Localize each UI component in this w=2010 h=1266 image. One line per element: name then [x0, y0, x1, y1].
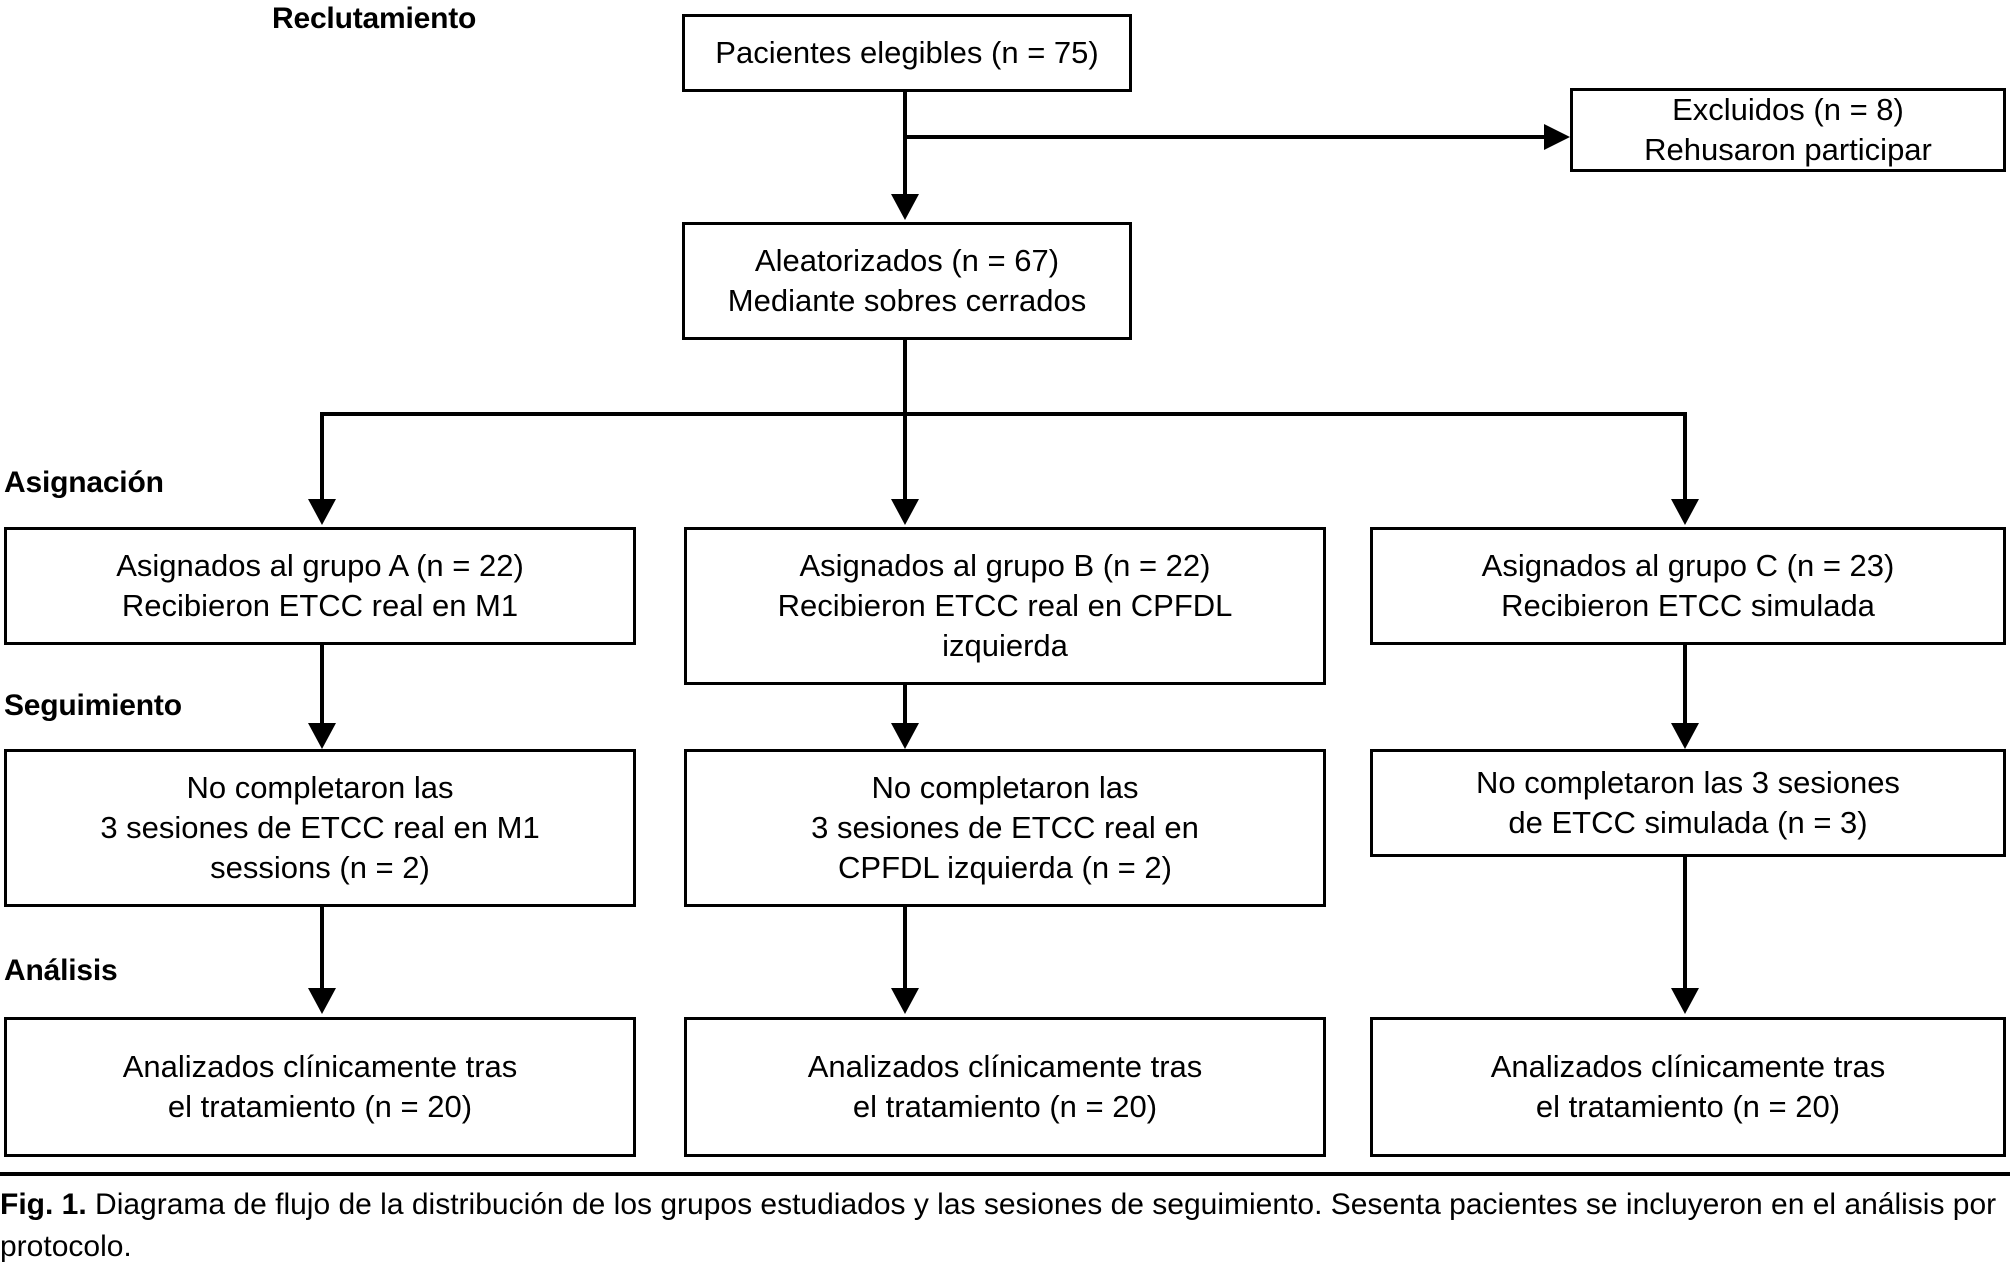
connector-split-to-group-c — [1683, 412, 1687, 501]
node-followup-group-c-text: No completaron las 3 sesiones de ETCC si… — [1476, 765, 1900, 840]
figure-caption: Fig. 1. Diagrama de flujo de la distribu… — [0, 1184, 2002, 1266]
figure-caption-text: Diagrama de flujo de la distribución de … — [0, 1188, 1997, 1263]
connector-randomized-to-split — [903, 340, 907, 416]
node-followup-group-b: No completaron las 3 sesiones de ETCC re… — [684, 749, 1326, 907]
node-analysis-group-b: Analizados clínicamente tras el tratamie… — [684, 1017, 1326, 1157]
node-allocation-group-b-text: Asignados al grupo B (n = 22) Recibieron… — [777, 548, 1233, 663]
connector-group-b-to-followup-b — [903, 685, 907, 725]
node-followup-group-c: No completaron las 3 sesiones de ETCC si… — [1370, 749, 2006, 857]
node-analysis-group-a: Analizados clínicamente tras el tratamie… — [4, 1017, 636, 1157]
arrow-eligible-to-randomized-head — [891, 194, 919, 220]
node-followup-group-b-text: No completaron las 3 sesiones de ETCC re… — [811, 770, 1199, 885]
node-analysis-group-b-text: Analizados clínicamente tras el tratamie… — [807, 1049, 1203, 1124]
arrow-followup-a-to-analysis-a-head — [308, 988, 336, 1014]
arrow-group-c-to-followup-c-head — [1671, 723, 1699, 749]
node-allocation-group-a: Asignados al grupo A (n = 22) Recibieron… — [4, 527, 636, 645]
connector-followup-c-to-analysis-c — [1683, 857, 1687, 990]
arrow-to-excluded-head — [1544, 124, 1570, 150]
stage-label-recruitment: Reclutamiento — [272, 2, 477, 35]
node-eligible-patients-text: Pacientes elegibles (n = 75) — [715, 35, 1099, 70]
node-excluded-text: Excluidos (n = 8) Rehusaron participar — [1644, 92, 1932, 167]
connector-to-excluded — [903, 135, 1548, 139]
connector-split-to-group-b — [903, 412, 907, 501]
stage-label-followup: Seguimiento — [4, 689, 182, 722]
connector-followup-b-to-analysis-b — [903, 907, 907, 990]
node-analysis-group-a-text: Analizados clínicamente tras el tratamie… — [122, 1049, 518, 1124]
arrow-split-to-group-a-head — [308, 499, 336, 525]
stage-label-allocation: Asignación — [4, 466, 164, 499]
arrow-split-to-group-b-head — [891, 499, 919, 525]
node-randomized: Aleatorizados (n = 67) Mediante sobres c… — [682, 222, 1132, 340]
connector-split-to-group-a — [320, 412, 324, 501]
arrow-followup-b-to-analysis-b-head — [891, 988, 919, 1014]
node-randomized-text: Aleatorizados (n = 67) Mediante sobres c… — [727, 243, 1087, 318]
node-allocation-group-c: Asignados al grupo C (n = 23) Recibieron… — [1370, 527, 2006, 645]
arrow-followup-c-to-analysis-c-head — [1671, 988, 1699, 1014]
connector-allocation-split-bar — [320, 412, 1687, 416]
connector-eligible-to-randomized — [903, 92, 907, 196]
figure-caption-label: Fig. 1. — [0, 1188, 87, 1221]
node-eligible-patients: Pacientes elegibles (n = 75) — [682, 14, 1132, 92]
connector-followup-a-to-analysis-a — [320, 907, 324, 990]
node-analysis-group-c-text: Analizados clínicamente tras el tratamie… — [1490, 1049, 1886, 1124]
stage-label-analysis: Análisis — [4, 954, 118, 987]
node-followup-group-a-text: No completaron las 3 sesiones de ETCC re… — [100, 770, 540, 885]
node-excluded: Excluidos (n = 8) Rehusaron participar — [1570, 88, 2006, 172]
arrow-split-to-group-c-head — [1671, 499, 1699, 525]
connector-group-a-to-followup-a — [320, 645, 324, 725]
node-allocation-group-c-text: Asignados al grupo C (n = 23) Recibieron… — [1481, 548, 1895, 623]
connector-group-c-to-followup-c — [1683, 645, 1687, 725]
arrow-group-b-to-followup-b-head — [891, 723, 919, 749]
arrow-group-a-to-followup-a-head — [308, 723, 336, 749]
node-followup-group-a: No completaron las 3 sesiones de ETCC re… — [4, 749, 636, 907]
node-analysis-group-c: Analizados clínicamente tras el tratamie… — [1370, 1017, 2006, 1157]
caption-divider — [0, 1172, 2010, 1176]
node-allocation-group-b: Asignados al grupo B (n = 22) Recibieron… — [684, 527, 1326, 685]
node-allocation-group-a-text: Asignados al grupo A (n = 22) Recibieron… — [116, 548, 524, 623]
